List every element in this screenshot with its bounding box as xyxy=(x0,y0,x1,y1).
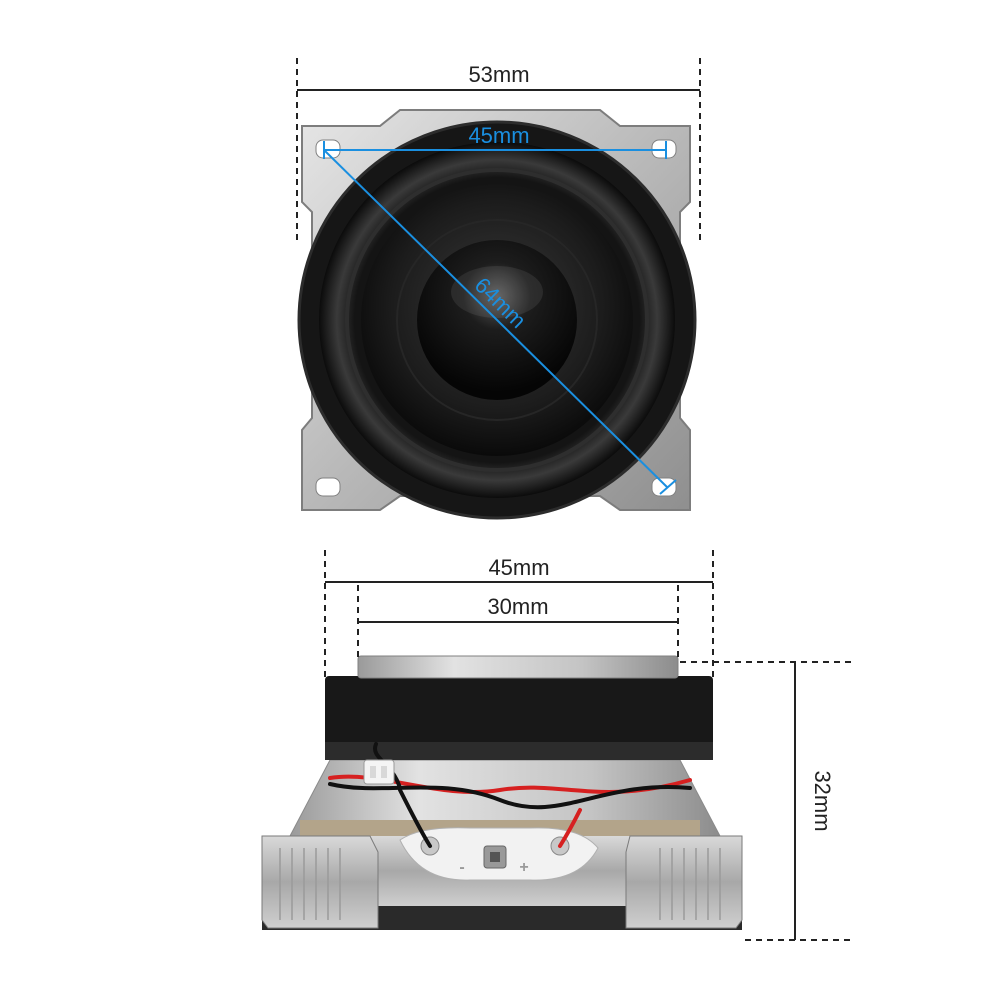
dimension-30mm-inner: 30mm xyxy=(357,585,679,658)
dimension-45mm-outer: 45mm xyxy=(324,550,714,678)
hole-spacing-label: 45mm xyxy=(468,123,529,148)
mounting-hole-bottom-left xyxy=(315,477,341,497)
dimension-32mm-depth: 32mm xyxy=(680,661,852,941)
mounting-hole-bottom-right xyxy=(651,477,677,497)
speaker-magnet xyxy=(325,676,713,750)
speaker-top-view: 53mm 45mm 64mm xyxy=(296,58,701,520)
depth-label: 32mm xyxy=(810,770,835,831)
speaker-side-view: - + 45mm 30mm xyxy=(261,550,852,941)
dimension-53mm: 53mm xyxy=(296,58,701,245)
wire-connector xyxy=(363,759,395,785)
terminal-minus: - xyxy=(459,859,464,876)
terminal-plus: + xyxy=(519,859,528,876)
speaker-top-cap xyxy=(357,655,679,679)
mounting-clip-left xyxy=(261,835,379,929)
outer-width-label: 45mm xyxy=(488,555,549,580)
dimension-45mm-hole-spacing: 45mm xyxy=(323,123,667,159)
width-label: 53mm xyxy=(468,62,529,87)
inner-width-label: 30mm xyxy=(487,594,548,619)
